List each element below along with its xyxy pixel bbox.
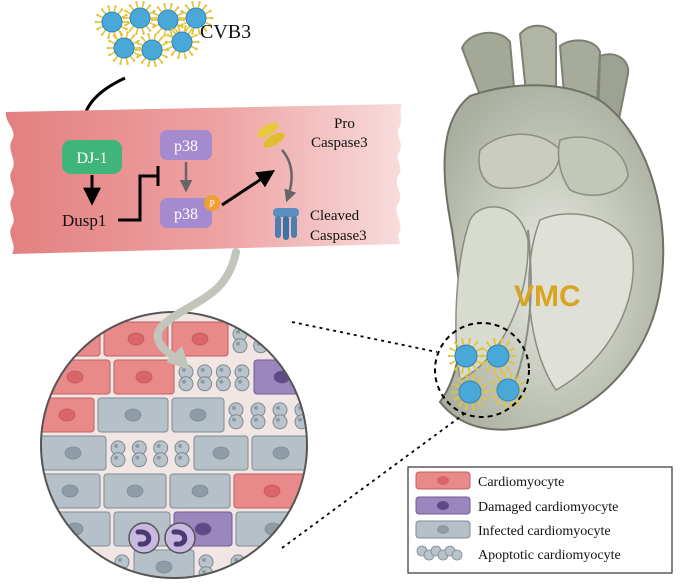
phospho-mark-icon <box>204 195 220 211</box>
heart-infection-highlight <box>434 322 530 418</box>
legend-label-cardiomyocyte: Cardiomyocyte <box>478 475 564 490</box>
infected-cell <box>169 473 231 509</box>
infected-cell <box>193 435 249 471</box>
infected-cell <box>41 435 107 471</box>
vmc-label: VMC <box>514 280 581 313</box>
infected-cell <box>41 473 101 509</box>
cvb3-label: CVB3 <box>200 21 251 43</box>
cvb3-virion-icon <box>164 25 200 59</box>
heart-virion-icon <box>451 374 489 410</box>
legend-label-damaged: Damaged cardiomyocyte <box>478 500 618 515</box>
cardiomyocyte-cell <box>41 397 95 433</box>
cvb3-virion-icon <box>94 5 130 39</box>
legend-swatch-cardiomyocyte <box>415 471 471 490</box>
infected-cell <box>103 473 167 509</box>
pro-caspase-line1: Pro <box>334 116 355 132</box>
legend-swatch-infected <box>415 520 471 539</box>
cvb3-virion-icon <box>150 3 186 37</box>
cvb3-virion-icon <box>122 1 158 35</box>
infected-cell <box>97 397 169 433</box>
cvb3-virus-cluster <box>94 1 214 67</box>
cardiomyocyte-cell <box>233 473 307 509</box>
infected-cell <box>251 435 307 471</box>
zoom-arrow-head <box>166 346 190 370</box>
heart-virion-icon <box>489 372 527 408</box>
legend-swatch-apoptotic <box>416 545 463 561</box>
apoptotic-cell <box>228 402 307 430</box>
dj1-node <box>62 140 122 174</box>
heart-virion-icon <box>479 338 517 374</box>
caspase-cleavage-arrow <box>281 149 297 203</box>
cardiomyocyte-cell <box>113 359 175 395</box>
cvb3-virion-icon <box>106 31 142 65</box>
apoptotic-cell <box>232 326 307 354</box>
pro-caspase3-icon <box>257 122 285 148</box>
phospho-mark-label: P <box>209 199 215 210</box>
apoptotic-cell <box>178 364 250 392</box>
apoptotic-cell <box>110 440 190 468</box>
cleaved-caspase-line2: Caspase3 <box>310 228 367 244</box>
p38-phospho-node <box>160 198 212 228</box>
p38-node <box>160 130 212 160</box>
zoom-arrow <box>153 248 240 364</box>
dusp1-inhibition-line <box>118 174 158 222</box>
apoptotic-cell <box>41 554 130 578</box>
cvb3-virion-icon <box>134 33 170 67</box>
cardiomyocyte-cell <box>103 321 169 357</box>
infected-cell <box>171 397 225 433</box>
damaged-cell <box>253 359 307 395</box>
legend-swatch-damaged <box>415 496 471 515</box>
pro-caspase-line2: Caspase3 <box>311 135 368 151</box>
cleaved-caspase3-icon <box>273 208 299 240</box>
cleaved-caspase-line1: Cleaved <box>310 208 360 224</box>
infected-cell <box>41 511 111 547</box>
zoom-connector-bottom <box>281 413 465 549</box>
dj1-label: DJ-1 <box>76 150 107 167</box>
zoom-connector-top <box>291 321 438 353</box>
cardiomyocyte-cell <box>41 359 111 395</box>
legend-label-apoptotic: Apoptotic cardiomyocyte <box>478 548 621 563</box>
p38-label: p38 <box>174 138 198 155</box>
p38-to-caspase-arrow <box>221 170 276 207</box>
cardiomyocyte-cell <box>41 321 101 357</box>
heart-virus-cluster <box>447 338 527 410</box>
cardiomyocyte-cell <box>171 321 229 357</box>
immune-cells-icon <box>128 522 196 554</box>
heart-illustration <box>438 24 665 431</box>
p38-phospho-label: p38 <box>174 206 198 223</box>
legend-label-infected: Infected cardiomyocyte <box>478 524 611 539</box>
cvb3-virion-icon <box>178 1 214 35</box>
infected-cell <box>235 511 307 547</box>
dusp1-label: Dusp1 <box>62 211 106 230</box>
